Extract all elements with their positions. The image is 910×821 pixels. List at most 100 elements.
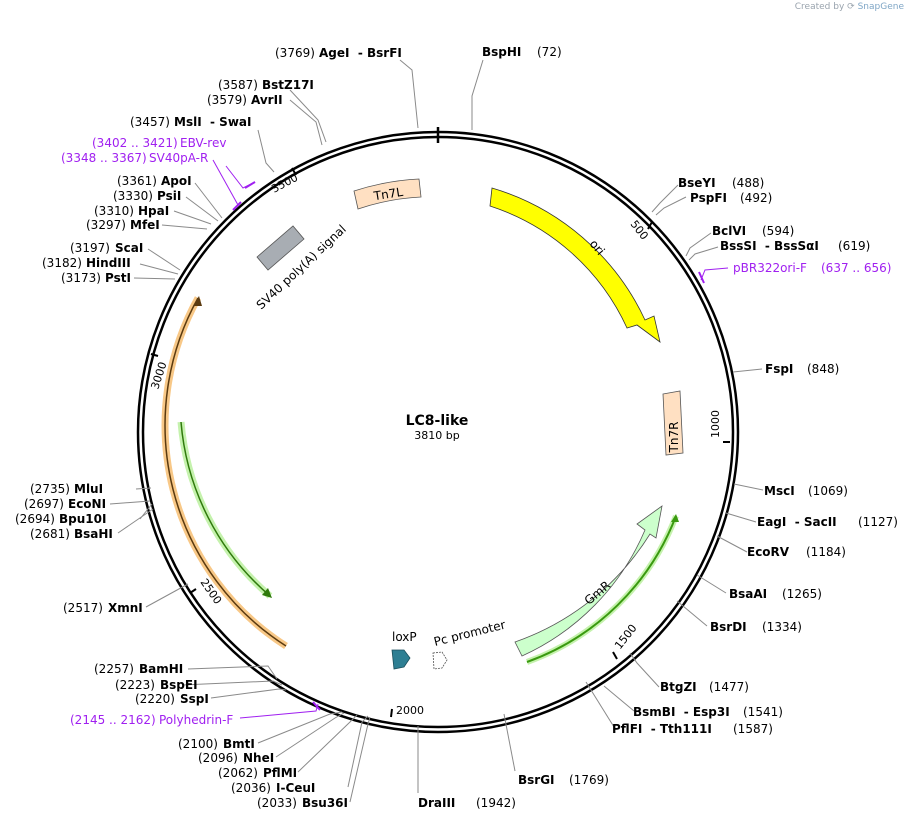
tick-3500: 3500 bbox=[269, 167, 300, 196]
enzyme-position: (2735) bbox=[30, 482, 70, 496]
enzyme-apoi[interactable]: (3361) ApoI bbox=[117, 174, 192, 188]
enzyme-position: (3579) bbox=[207, 93, 247, 107]
feature-pc-promoter[interactable]: Pc promoter bbox=[432, 618, 507, 670]
enzyme-name: MscI bbox=[764, 484, 795, 498]
enzyme-position: (2033) bbox=[257, 796, 297, 810]
enzyme-bsrgi[interactable]: BsrGI (1769) bbox=[518, 773, 609, 787]
enzyme-bpu10i[interactable]: (2694) Bpu10I bbox=[15, 512, 106, 526]
enzyme-name: FspI bbox=[765, 362, 793, 376]
enzyme-bspei[interactable]: (2223) BspEI bbox=[115, 678, 198, 692]
enzyme-position: (1477) bbox=[709, 680, 749, 694]
enzyme-name: EcoRV bbox=[747, 545, 790, 559]
enzyme-bsaai[interactable]: BsaAI (1265) bbox=[729, 587, 822, 601]
enzyme-econi[interactable]: (2697) EcoNI bbox=[24, 497, 106, 511]
primer-ebv-rev[interactable]: (3402 .. 3421) EBV-rev bbox=[92, 136, 226, 150]
primer-sv40pa-r[interactable]: (3348 .. 3367) SV40pA-R bbox=[61, 151, 208, 165]
enzyme-name: EagI - SacII bbox=[757, 515, 837, 529]
enzyme-name: BtgZI bbox=[660, 680, 697, 694]
feature-label-pc: Pc promoter bbox=[432, 618, 507, 649]
enzyme-pflmi[interactable]: (2062) PflMI bbox=[218, 766, 297, 780]
enzyme-position: (2096) bbox=[198, 751, 238, 765]
feature-label-tn7l: Tn7L bbox=[372, 185, 404, 204]
enzyme-bsrdi[interactable]: BsrDI (1334) bbox=[710, 620, 802, 634]
enzyme-draiii[interactable]: DraIII (1942) bbox=[418, 796, 516, 810]
enzyme-name: Bpu10I bbox=[59, 512, 106, 526]
credit-brand: SnapGene bbox=[857, 2, 904, 12]
tick-1000: 1000 bbox=[709, 410, 730, 443]
primer-pbr322ori-f[interactable]: pBR322ori-F (637 .. 656) bbox=[733, 261, 891, 275]
enzyme-mlui[interactable]: (2735) MluI bbox=[30, 482, 103, 496]
feature-loxp[interactable]: loxP bbox=[391, 630, 417, 670]
enzyme-bstz17i[interactable]: (3587) BstZ17I bbox=[218, 78, 314, 92]
enzyme-hindiii[interactable]: (3182) HindIII bbox=[42, 256, 131, 270]
primer-polyhedrin-f[interactable]: (2145 .. 2162) Polyhedrin-F bbox=[70, 713, 233, 727]
enzyme-name: AgeI - BsrFI bbox=[319, 46, 402, 60]
enzyme-msli-swai[interactable]: (3457) MslI - SwaI bbox=[130, 115, 251, 129]
credit-text: Created by bbox=[794, 2, 845, 12]
tick-label-1500: 1500 bbox=[612, 622, 639, 652]
enzyme-bsahi[interactable]: (2681) BsaHI bbox=[30, 527, 113, 541]
enzyme-name: BsrDI bbox=[710, 620, 747, 634]
enzyme-name: XmnI bbox=[108, 601, 143, 615]
enzyme-position: (3587) bbox=[218, 78, 258, 92]
feature-ori[interactable]: ori bbox=[489, 187, 661, 343]
enzyme-name: EcoNI bbox=[68, 497, 106, 511]
enzyme-name: BclVI bbox=[712, 224, 746, 238]
tick-label-1000: 1000 bbox=[709, 410, 722, 438]
enzyme-position: (2100) bbox=[178, 737, 218, 751]
feature-label-tn7r: Tn7R bbox=[667, 422, 681, 454]
enzyme-fspi[interactable]: FspI (848) bbox=[765, 362, 839, 376]
feature-label-loxp: loxP bbox=[392, 630, 417, 644]
enzyme-position: (3197) bbox=[70, 241, 110, 255]
feature-tn7r[interactable]: Tn7R bbox=[662, 390, 684, 456]
enzyme-xmni[interactable]: (2517) XmnI bbox=[63, 601, 143, 615]
enzyme-bsu36i[interactable]: (2033) Bsu36I bbox=[257, 796, 348, 810]
tick-label-2000: 2000 bbox=[396, 704, 424, 717]
enzyme-name: BseYI bbox=[678, 176, 716, 190]
enzyme-i-ceui[interactable]: (2036) I-CeuI bbox=[231, 781, 315, 795]
enzyme-mfei[interactable]: (3297) MfeI bbox=[86, 218, 160, 232]
enzyme-name: MfeI bbox=[130, 218, 160, 232]
enzyme-bclvi[interactable]: BclVI (594) bbox=[712, 224, 794, 238]
enzyme-pspfi[interactable]: PspFI (492) bbox=[690, 191, 772, 205]
enzyme-ecorv[interactable]: EcoRV (1184) bbox=[747, 545, 846, 559]
enzyme-position: (1127) bbox=[858, 515, 898, 529]
enzyme-msci[interactable]: MscI (1069) bbox=[764, 484, 848, 498]
enzyme-position: (1265) bbox=[782, 587, 822, 601]
enzyme-ageI-bsrfi[interactable]: (3769) AgeI - BsrFI bbox=[275, 46, 402, 60]
snapgene-logo-icon: ⟳ bbox=[847, 2, 855, 12]
enzyme-psii[interactable]: (3330) PsiI bbox=[113, 189, 181, 203]
green-orf-arrow bbox=[177, 421, 273, 599]
enzyme-bseyi[interactable]: BseYI (488) bbox=[678, 176, 764, 190]
enzyme-position: (2257) bbox=[94, 662, 134, 676]
enzyme-position: (3457) bbox=[130, 115, 170, 129]
enzyme-position: (2062) bbox=[218, 766, 258, 780]
enzyme-btgzi[interactable]: BtgZI (1477) bbox=[660, 680, 749, 694]
enzyme-bsssi[interactable]: BssSI - BssSαI (619) bbox=[720, 239, 870, 253]
feature-label-gmr: GmR bbox=[582, 578, 613, 608]
enzyme-scai[interactable]: (3197) ScaI bbox=[70, 241, 143, 255]
enzyme-bsmbi-esp3i[interactable]: BsmBI - Esp3I (1541) bbox=[633, 705, 783, 719]
enzyme-hpai[interactable]: (3310) HpaI bbox=[94, 204, 169, 218]
enzyme-bmti[interactable]: (2100) BmtI bbox=[178, 737, 255, 751]
enzyme-position: (492) bbox=[740, 191, 772, 205]
enzyme-bsphi[interactable]: BspHI (72) bbox=[482, 45, 562, 59]
enzyme-sspi[interactable]: (2220) SspI bbox=[135, 692, 209, 706]
enzyme-pflfi-tth111i[interactable]: PflFI - Tth111I (1587) bbox=[612, 722, 773, 736]
enzyme-position: (848) bbox=[807, 362, 839, 376]
enzyme-name: I-CeuI bbox=[276, 781, 315, 795]
enzyme-nhei[interactable]: (2096) NheI bbox=[198, 751, 274, 765]
primer-polyhedrin-f-mark bbox=[239, 701, 321, 719]
primer-name: SV40pA-R bbox=[149, 151, 208, 165]
enzyme-bamhi[interactable]: (2257) BamHI bbox=[94, 662, 183, 676]
enzyme-eagi-sacii[interactable]: EagI - SacII (1127) bbox=[757, 515, 898, 529]
enzyme-name: HindIII bbox=[86, 256, 131, 270]
enzyme-psti[interactable]: (3173) PstI bbox=[61, 271, 131, 285]
enzyme-position: (3330) bbox=[113, 189, 153, 203]
feature-sv40-polya[interactable]: SV40 poly(A) signal bbox=[254, 222, 349, 312]
enzyme-avrii[interactable]: (3579) AvrII bbox=[207, 93, 283, 107]
enzyme-name: Bsu36I bbox=[302, 796, 348, 810]
feature-tn7l[interactable]: Tn7L bbox=[353, 178, 422, 210]
primer-name: EBV-rev bbox=[180, 136, 226, 150]
enzyme-name: PspFI bbox=[690, 191, 727, 205]
